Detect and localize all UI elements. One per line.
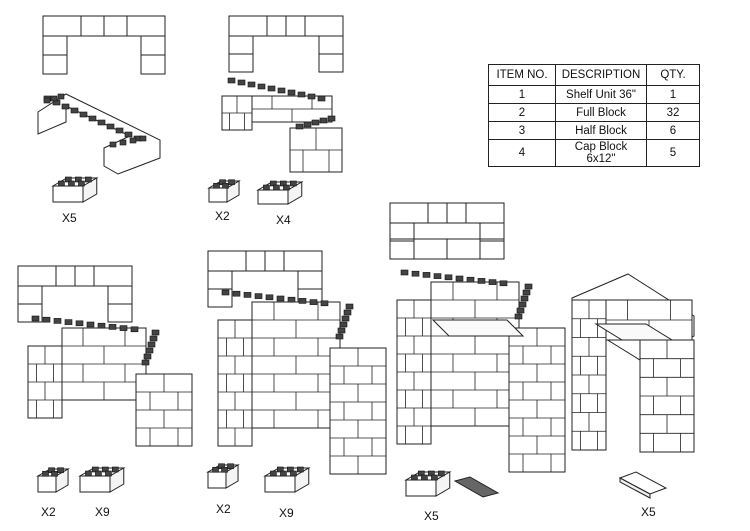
step2-full-block-count: X4 bbox=[276, 213, 291, 227]
step4-half-block-count: X2 bbox=[216, 502, 231, 516]
step3-half-block-icon bbox=[36, 467, 70, 493]
bom-quantity: 5 bbox=[646, 139, 700, 167]
bom-row: 4 Cap Block 6x12" 5 bbox=[488, 139, 700, 167]
bom-quantity: 6 bbox=[646, 121, 700, 140]
step6-cap-block-count: X5 bbox=[641, 505, 656, 519]
step2-wall-assembly bbox=[221, 77, 343, 173]
step4-full-block-icon bbox=[263, 466, 311, 493]
step3-full-block-icon bbox=[78, 466, 126, 493]
step5-full-block-icon bbox=[404, 470, 452, 497]
step5-full-block-count: X5 bbox=[424, 509, 439, 523]
bill-of-materials-table: ITEM NO. DESCRIPTION QTY. 1 Shelf Unit 3… bbox=[488, 64, 700, 167]
step6-cap-block-icon bbox=[618, 471, 668, 499]
bom-item-number: 1 bbox=[488, 85, 556, 104]
step2-half-block-icon bbox=[207, 179, 241, 203]
step3-wall-assembly bbox=[27, 315, 193, 447]
step3-plan-view bbox=[17, 265, 133, 323]
step5-wall-assembly-studs bbox=[400, 269, 533, 320]
step4-plan-view bbox=[207, 250, 323, 308]
bom-row: 3 Half Block 6 bbox=[488, 121, 700, 140]
step1-base-row bbox=[37, 93, 161, 175]
bom-header-qty: QTY. bbox=[646, 64, 700, 86]
step2-half-block-count: X2 bbox=[215, 209, 230, 223]
step3-wall-assembly-studs bbox=[31, 315, 160, 366]
step2-full-block-icon bbox=[256, 180, 304, 205]
bom-quantity: 32 bbox=[646, 103, 700, 122]
bom-item-number: 2 bbox=[488, 103, 556, 122]
step4-half-block-icon bbox=[206, 463, 240, 489]
step6-finished-unit bbox=[571, 273, 695, 453]
step4-wall-assembly bbox=[217, 289, 387, 475]
bom-header-row: ITEM NO. DESCRIPTION QTY. bbox=[488, 64, 700, 86]
step1-full-block-count: X5 bbox=[62, 211, 77, 225]
step1-full-block-icon bbox=[51, 176, 99, 203]
step3-half-block-count: X2 bbox=[41, 505, 56, 519]
bom-row: 2 Full Block 32 bbox=[488, 103, 700, 122]
step4-full-block-count: X9 bbox=[279, 506, 294, 520]
bom-description: Half Block bbox=[555, 121, 647, 140]
bom-description: Shelf Unit 36" bbox=[555, 85, 647, 104]
bom-item-number: 3 bbox=[488, 121, 556, 140]
step5-shelf-icon bbox=[453, 476, 500, 498]
bom-description: Full Block bbox=[555, 103, 647, 122]
bom-description: Cap Block 6x12" bbox=[555, 139, 647, 167]
step5-plan-view bbox=[389, 202, 505, 260]
bom-quantity: 1 bbox=[646, 85, 700, 104]
bom-header-item: ITEM NO. bbox=[488, 64, 556, 86]
step4-wall-assembly-studs bbox=[221, 289, 354, 340]
step5-wall-assembly bbox=[396, 269, 566, 473]
bom-item-number: 4 bbox=[488, 139, 556, 167]
step1-plan-view bbox=[42, 15, 166, 75]
step3-full-block-count: X9 bbox=[95, 505, 110, 519]
step2-plan-view bbox=[228, 15, 344, 73]
bom-row: 1 Shelf Unit 36" 1 bbox=[488, 85, 700, 104]
bom-header-description: DESCRIPTION bbox=[555, 64, 647, 86]
